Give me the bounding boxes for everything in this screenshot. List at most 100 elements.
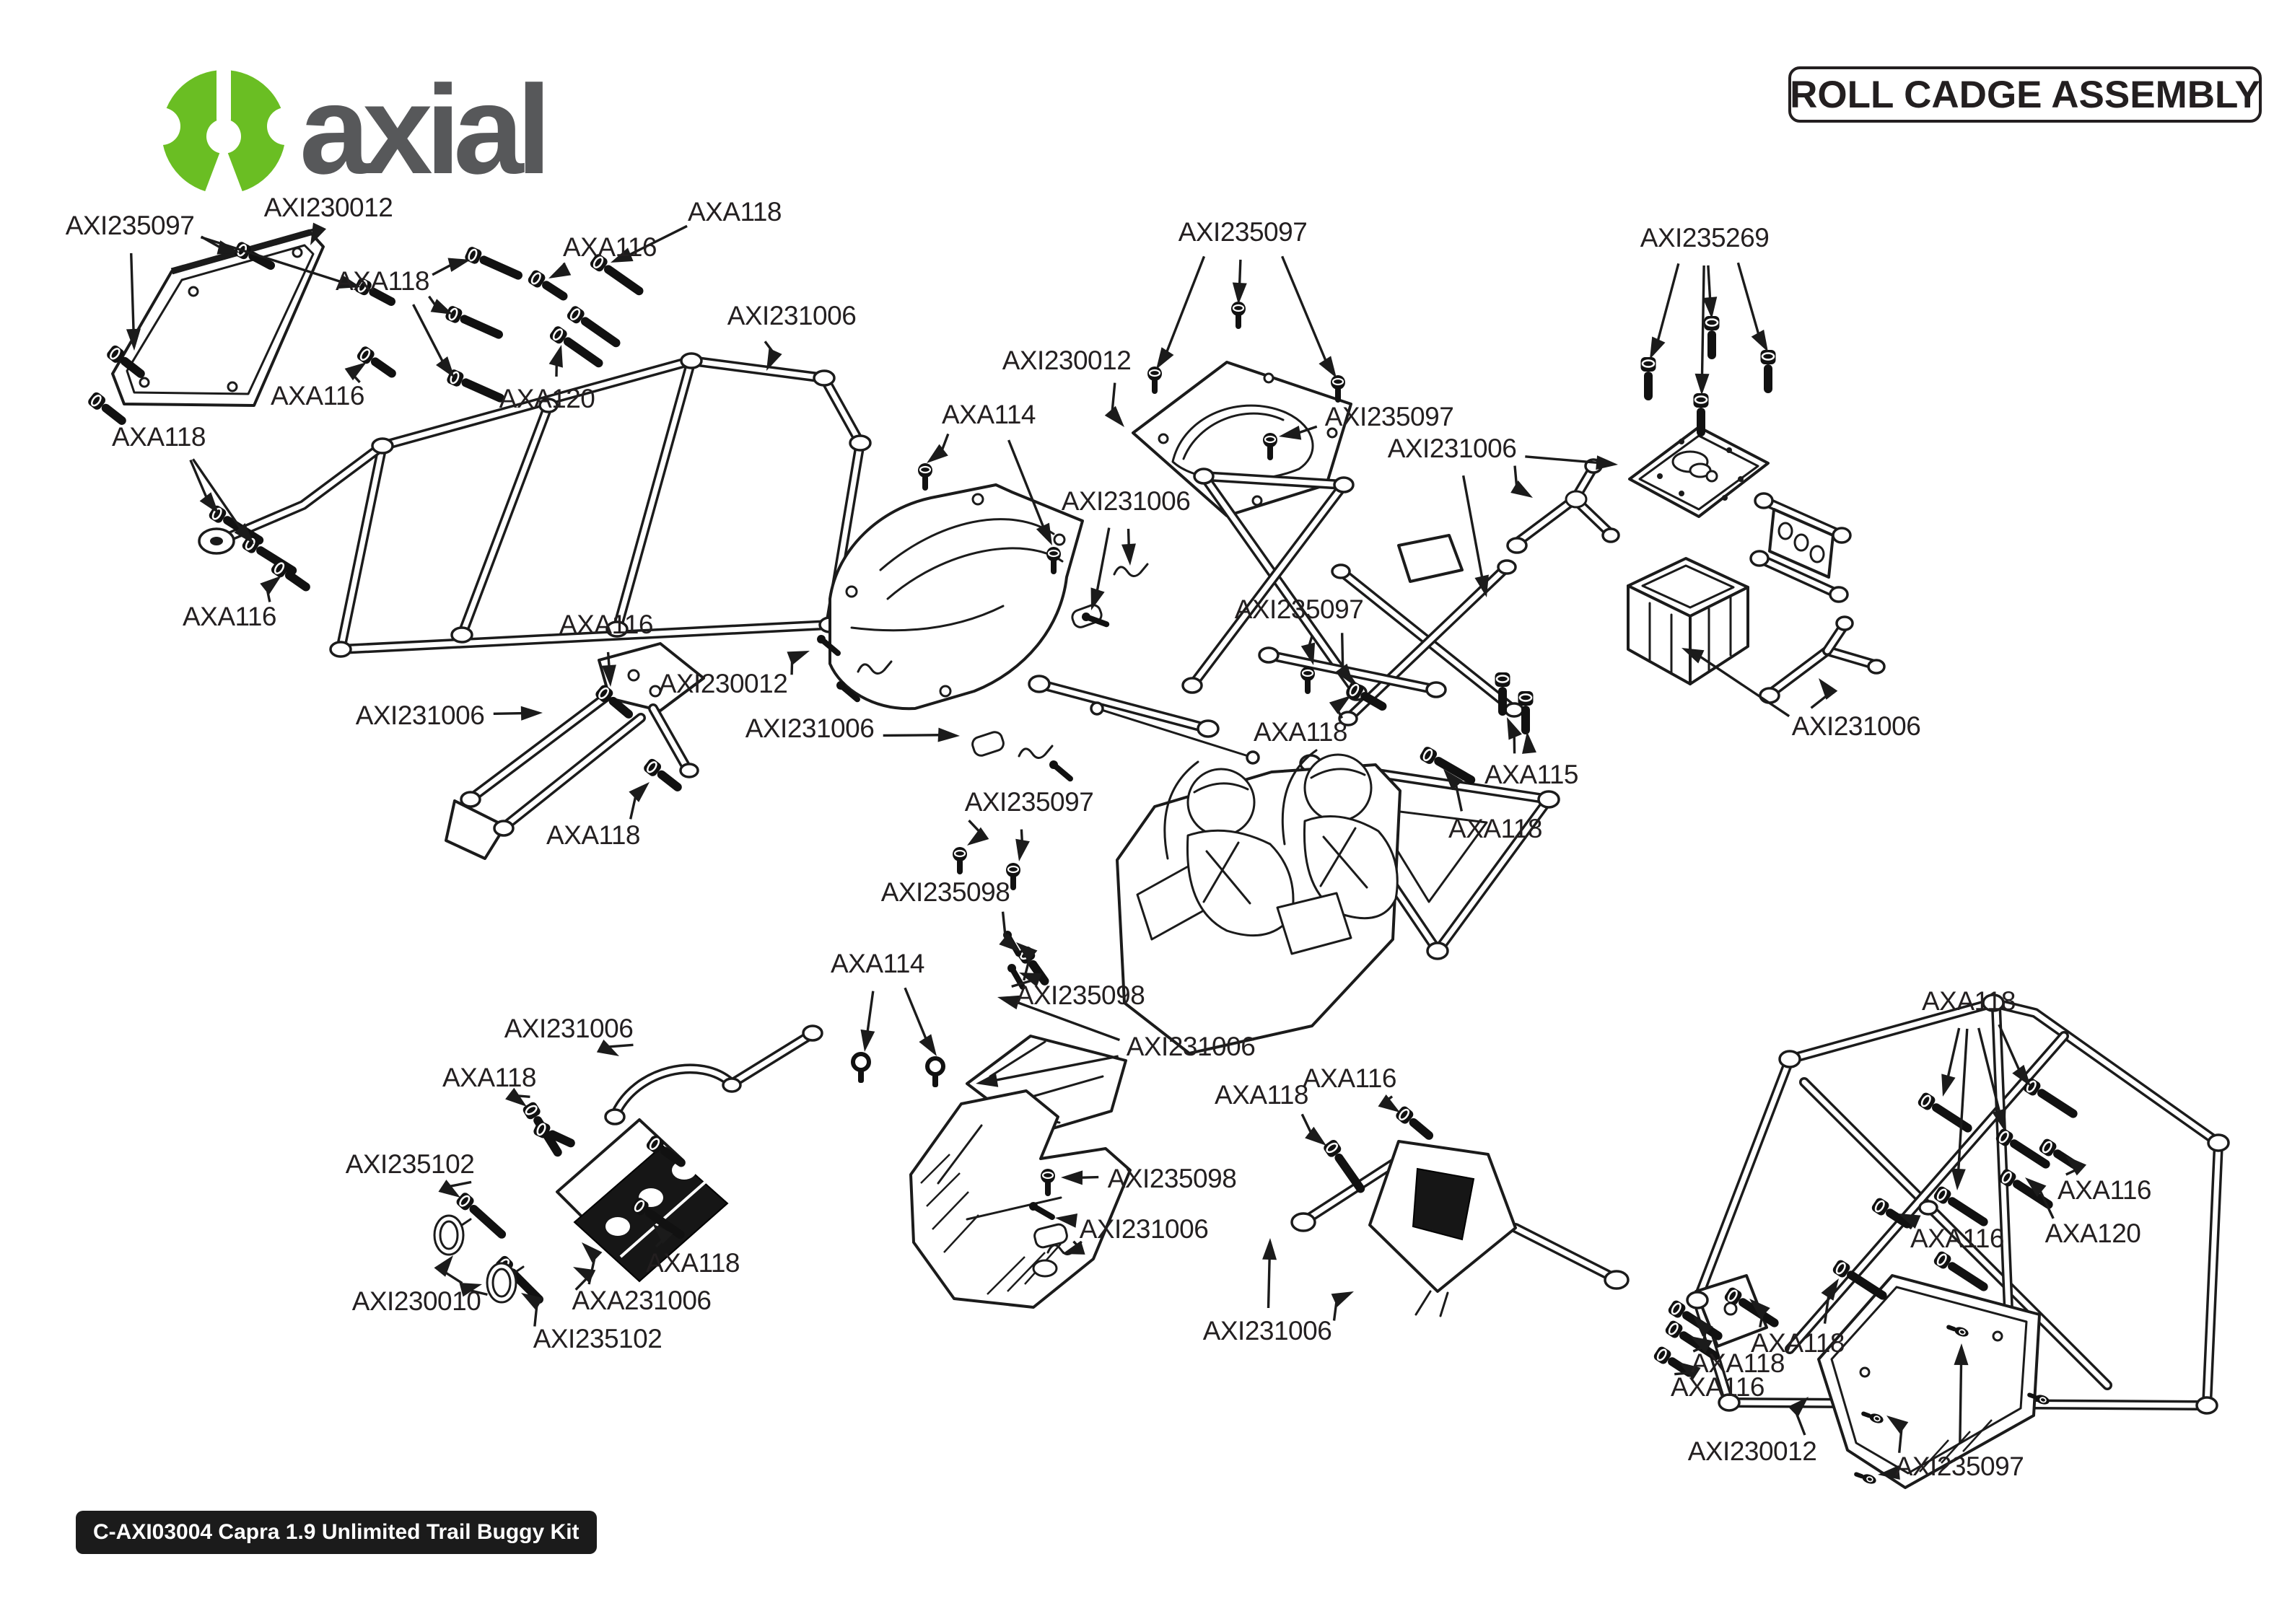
leader-arrowhead [1679, 1362, 1701, 1380]
axial-logo: axial [76, 25, 624, 224]
leader-arrowhead [505, 1087, 527, 1107]
front-cage-frame [198, 352, 872, 658]
part-label: AXI230012 [1688, 1436, 1817, 1466]
leader-line [1959, 1361, 1963, 1444]
leader-arrowhead [967, 827, 989, 846]
leader-arrowhead [919, 1034, 937, 1056]
leader-arrowhead [1474, 574, 1489, 597]
part-label: AXI231006 [727, 301, 857, 330]
y-link-right [1759, 615, 1886, 704]
driver-helmet-left [1186, 768, 1256, 837]
part-label: AXA114 [942, 400, 1036, 429]
rear-shock-tower [1290, 1140, 1630, 1317]
button-head-screw [918, 463, 932, 491]
part-label: AXA116 [563, 232, 657, 262]
leader-line [1096, 527, 1111, 593]
kit-footer: C-AXI03004 Capra 1.9 Unlimited Trail Bug… [76, 1511, 597, 1554]
leader-arrowhead [1378, 1094, 1400, 1112]
short-screw [357, 346, 396, 378]
button-head-screw [1041, 1169, 1055, 1196]
short-screw [646, 1136, 686, 1167]
leader-arrowhead [999, 933, 1020, 952]
part-label: AXA118 [1254, 717, 1347, 747]
part-label: AXA114 [831, 949, 924, 978]
leader-line [1238, 259, 1242, 286]
part-label: AXI230010 [352, 1286, 481, 1316]
leader-arrowhead [1690, 1336, 1713, 1353]
flat-head-screw [1861, 1411, 1884, 1423]
assembly-title: ROLL CADGE ASSEMBLY [1790, 73, 2260, 116]
leader-arrowhead [1319, 356, 1337, 378]
leader-arrowhead [1019, 973, 1042, 987]
leader-arrowhead [573, 1267, 596, 1283]
part-label: AXI235102 [533, 1324, 662, 1353]
leader-arrowhead [1941, 1074, 1956, 1097]
part-label: AXI235097 [66, 211, 195, 240]
part-label: AXA116 [1671, 1372, 1764, 1402]
leader-line [1015, 1000, 1121, 1042]
leader-arrowhead [1596, 455, 1618, 470]
rear-side-panel [1817, 1274, 2041, 1489]
leader-arrowhead [860, 1029, 875, 1052]
leader-arrowhead [199, 492, 219, 514]
long-screw [456, 1193, 507, 1239]
leader-arrowhead [1061, 1170, 1083, 1185]
leader-arrowhead [1992, 1108, 2006, 1131]
part-label: AXA118 [442, 1063, 536, 1092]
leader-line [2038, 1188, 2055, 1219]
leader-arrowhead [787, 651, 810, 666]
leader-arrowhead [1510, 480, 1533, 498]
short-screw [1396, 1106, 1434, 1140]
leader-line [191, 458, 243, 531]
kit-footer-text: C-AXI03004 Capra 1.9 Unlimited Trail Bug… [93, 1520, 580, 1544]
leader-arrowhead [1062, 1240, 1085, 1255]
leader-arrowhead [1788, 1397, 1809, 1418]
part-label: AXI235097 [965, 787, 1094, 817]
leader-arrowhead [1702, 297, 1718, 319]
part-label: AXI230012 [659, 669, 788, 698]
flat-head-screw [2027, 1392, 2050, 1405]
part-label: AXI231006 [745, 714, 875, 743]
leader-arrowhead [430, 299, 453, 315]
leader-line [1998, 1024, 2021, 1072]
short-screw [644, 758, 682, 791]
leader-arrowhead [2012, 1064, 2031, 1087]
button-head-screw [1263, 433, 1277, 460]
long-screw [1324, 1139, 1365, 1193]
leader-arrowhead [338, 274, 361, 289]
part-label: AXI231006 [1127, 1032, 1256, 1061]
leader-line [1300, 1113, 1313, 1135]
leader-arrowhead [436, 356, 455, 378]
short-screw [1693, 393, 1709, 436]
leader-arrowhead [1232, 282, 1247, 304]
part-label: AXI231006 [1792, 711, 1921, 741]
leader-arrowhead [766, 348, 782, 371]
long-screw [590, 254, 644, 296]
leader-arrowhead [937, 727, 960, 742]
leader-arrowhead [1951, 1168, 1966, 1190]
short-screw [1495, 672, 1510, 716]
short-screw [1871, 1198, 1912, 1229]
part-label: AXI231006 [1062, 486, 1191, 516]
chassis-x-brace [1749, 492, 1852, 603]
button-head-screw [1147, 367, 1162, 394]
long-screw [1420, 747, 1476, 784]
button-head-screw [953, 847, 967, 874]
short-screw [528, 270, 568, 301]
button-head-screw [1006, 863, 1020, 890]
hinge-pin [836, 681, 860, 703]
leader-arrowhead [1279, 425, 1302, 440]
leader-arrowhead [1878, 1465, 1900, 1480]
part-label: AXA231006 [572, 1286, 711, 1315]
eyelet-pin [851, 1052, 871, 1083]
body-clip [1018, 745, 1054, 759]
part-label: AXI235097 [1895, 1452, 2024, 1481]
leader-line [1007, 439, 1046, 530]
part-label: AXA120 [2045, 1219, 2141, 1248]
long-screw [1998, 1169, 2053, 1209]
leader-arrowhead [520, 706, 543, 721]
part-label: AXA118 [1751, 1328, 1845, 1358]
leader-line [1079, 1175, 1099, 1180]
long-screw [445, 306, 503, 339]
leader-arrowhead [1954, 1343, 1969, 1366]
